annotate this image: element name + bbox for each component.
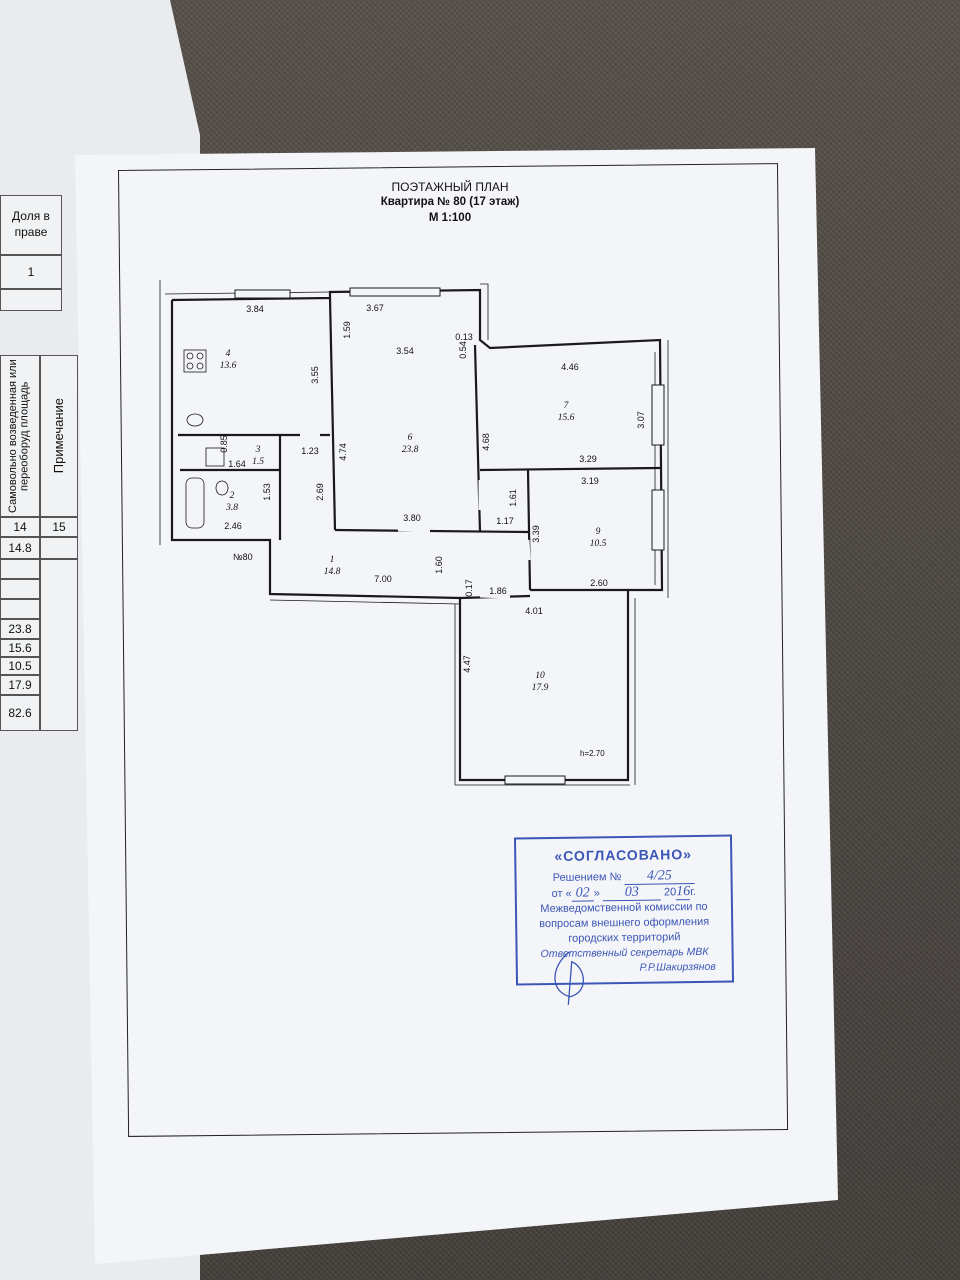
note-header: Примечание (40, 355, 78, 517)
apartment-mark: №80 (233, 552, 253, 562)
share-header: Доля в праве (0, 195, 62, 255)
dimension: 1.60 (434, 556, 444, 574)
dimension: 4.68 (481, 433, 491, 451)
dimension: 2.46 (224, 521, 242, 531)
room-9-number: 9 (596, 527, 601, 537)
room-6-number: 6 (408, 433, 413, 443)
self-built-header: Самовольно возведенная или переоборуд пл… (0, 355, 40, 517)
dimension: 4.74 (338, 443, 348, 461)
dimension: 3.80 (403, 513, 421, 523)
stamp-decision-number: 4/25 (624, 868, 695, 885)
dimension: 1.59 (342, 321, 352, 339)
total-cell: 82.6 (0, 695, 40, 731)
stamp-year-end: г. (690, 885, 696, 899)
windows (234, 287, 665, 785)
room-10-area: 17.9 (532, 683, 549, 693)
dimension: 3.19 (581, 476, 599, 486)
room-4-area: 13.6 (220, 361, 237, 371)
col-number-14: 14 (0, 517, 40, 537)
doors (300, 433, 531, 599)
dimension: 7.00 (374, 574, 392, 584)
dimension: 3.29 (579, 454, 597, 464)
room-7-number: 7 (564, 401, 570, 411)
room-3-area: 1.5 (252, 457, 264, 467)
apartment-label: Квартира № 80 (17 этаж) (380, 196, 520, 208)
dimension: 2.60 (590, 578, 608, 588)
room-1-area: 14.8 (324, 567, 341, 577)
room-2-area: 3.8 (225, 503, 238, 513)
room-1-number: 1 (330, 555, 335, 565)
value-cell: 23.8 (0, 619, 40, 639)
note-column (40, 559, 78, 731)
ceiling-height: h=2.70 (580, 749, 605, 758)
room-2-number: 2 (230, 491, 235, 501)
room-9-area: 10.5 (590, 539, 607, 549)
room-7-area: 15.6 (558, 413, 575, 423)
dimension: 3.39 (531, 525, 541, 543)
dimension: 3.67 (366, 303, 384, 313)
empty-cell (40, 537, 78, 559)
dimension: 4.01 (525, 606, 543, 616)
dimension: 4.46 (561, 362, 579, 372)
dimension: 0.85 (219, 435, 229, 453)
dimension: 1.53 (262, 483, 272, 501)
stamp-line-2: вопросам внешнего оформления (539, 915, 710, 931)
plan-title: ПОЭТАЖНЫЙ ПЛАН (391, 180, 509, 194)
room-3-number: 3 (255, 445, 261, 455)
dimension: 0.17 (464, 579, 474, 597)
note-header-text: Примечание (51, 398, 67, 474)
stamp-decision-label: Решением № (552, 871, 622, 884)
signature-mark (554, 951, 584, 1005)
dimension: 2.69 (315, 483, 325, 501)
dimension: 3.07 (636, 411, 646, 429)
scale-label: М 1:100 (428, 212, 472, 224)
share-value: 1 (0, 255, 62, 289)
dimension: 3.84 (246, 304, 264, 314)
value-cell: 10.5 (0, 657, 40, 675)
dimension: 4.47 (462, 655, 472, 673)
stamp-title: «СОГЛАСОВАНО» (554, 846, 693, 864)
walls (170, 288, 664, 782)
self-built-header-text: Самовольно возведенная или переоборуд пл… (7, 359, 31, 513)
dimension: 1.17 (496, 516, 514, 526)
approval-stamp: «СОГЛАСОВАНО» Решением № 4/25 от «02» 03… (513, 834, 735, 1005)
dimension: 1.64 (228, 459, 246, 469)
stamp-year-suffix: 16 (676, 884, 691, 901)
dimension: 3.54 (396, 346, 414, 356)
stamp-date-prefix: от « (551, 887, 572, 901)
dimension: 0.13 (455, 332, 473, 342)
dimension: 1.23 (301, 446, 319, 456)
room-6-area: 23.8 (402, 445, 419, 455)
dimension: 0.54 (458, 341, 468, 359)
dimension: 1.61 (508, 489, 518, 507)
empty-cell (0, 559, 40, 579)
share-empty (0, 289, 62, 311)
wall-lines (159, 280, 669, 786)
stamp-month: 03 (602, 884, 661, 902)
col-number-15: 15 (40, 517, 78, 537)
empty-cell (0, 599, 40, 619)
value-cell: 17.9 (0, 675, 40, 695)
empty-cell (0, 579, 40, 599)
dimension: 1.86 (489, 586, 507, 596)
value-cell: 15.6 (0, 639, 40, 657)
value-cell: 14.8 (0, 537, 40, 559)
room-10-number: 10 (535, 671, 545, 681)
stamp-year-prefix: 20 (663, 886, 677, 899)
dimension: 3.55 (310, 366, 320, 384)
room-4-number: 4 (226, 349, 231, 359)
stamp-day: 02 (571, 885, 594, 902)
